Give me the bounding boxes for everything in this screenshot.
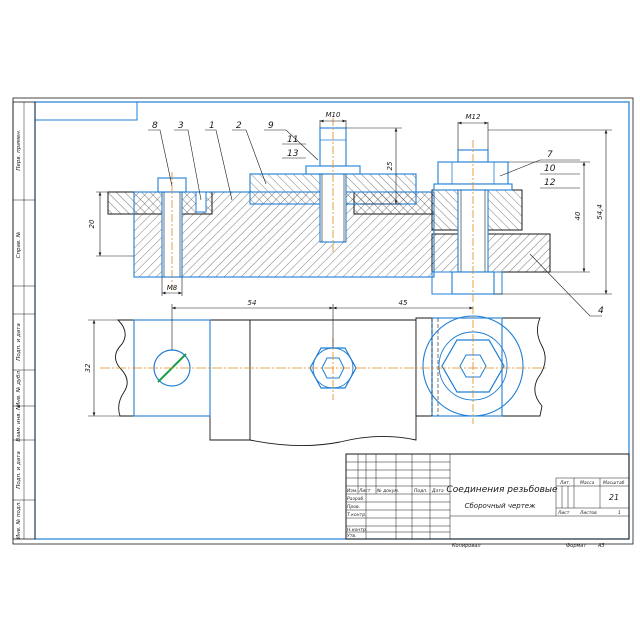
- mass-label: Масса: [580, 480, 595, 486]
- bolt-m12: [433, 140, 513, 304]
- dim-m12: M12: [466, 113, 481, 121]
- title-block-row: Т.контр.: [347, 512, 367, 518]
- side-stamp-cell: Справ. №: [16, 231, 22, 258]
- title-block-row: Пров.: [347, 504, 360, 510]
- front-section-view: M10 M12 25 40 54,4 20 M8 8 3 1 2 9 11 13…: [88, 111, 612, 317]
- dim-m10: M10: [326, 111, 341, 119]
- part-4-block: [431, 233, 551, 273]
- lit-label: Лит.: [559, 480, 570, 486]
- leader-lines: [148, 129, 602, 317]
- top-view: 54 45 32: [84, 299, 546, 446]
- title-block-row: Разраб.: [347, 496, 365, 502]
- sheets-value: 1: [618, 510, 621, 516]
- title-block-header: № докум.: [376, 488, 399, 494]
- dim-32: 32: [84, 363, 92, 372]
- balloon: 7: [547, 150, 553, 160]
- format-label: Формат: [566, 543, 587, 549]
- title-block-header: Дата: [431, 488, 444, 494]
- drawing-subtitle: Сборочный чертеж: [465, 502, 536, 510]
- dimension-lines: [96, 119, 612, 296]
- balloon: 4: [598, 306, 604, 316]
- balloon: 13: [287, 149, 299, 159]
- title-block-header: Подп.: [414, 488, 428, 494]
- sheet-label: Лист: [557, 510, 570, 516]
- title-block-row: Утв.: [347, 533, 356, 539]
- dim-40: 40: [574, 211, 582, 220]
- bolt-m10: [305, 118, 361, 252]
- balloon: 1: [209, 121, 215, 131]
- side-stamp-cell: Перв. примен.: [16, 129, 22, 171]
- dim-54-4: 54,4: [596, 204, 604, 220]
- side-stamp-cell: Инв. № подл.: [16, 501, 22, 539]
- side-stamp-cell: Взам. инв. №: [16, 404, 22, 442]
- side-stamp-cell: Подп. и дата: [16, 323, 22, 361]
- nut-m12-hex: [441, 339, 505, 393]
- format-value: А3: [597, 543, 605, 549]
- dim-20: 20: [88, 219, 96, 228]
- balloon: 10: [544, 164, 556, 174]
- title-block-header: Лист: [358, 488, 371, 494]
- drawing-title: Соединения резьбовые: [446, 485, 558, 495]
- title-block-row: Н.контр.: [347, 527, 367, 533]
- balloon: 9: [268, 121, 274, 131]
- copied-label: Копировал: [452, 543, 481, 549]
- side-stamp-cell: Подп. и дата: [16, 451, 22, 489]
- balloon: 3: [178, 121, 184, 131]
- balloon: 12: [544, 178, 556, 188]
- balloon: 11: [287, 135, 298, 145]
- balloon: 8: [152, 121, 158, 131]
- side-stamp-cell: Инв. № дубл.: [16, 369, 22, 407]
- dim-25: 25: [386, 161, 394, 170]
- title-block-header: Изм.: [347, 488, 358, 494]
- scale-label: Масштаб: [603, 480, 625, 486]
- balloon: 2: [236, 121, 242, 131]
- dim-54: 54: [248, 299, 257, 307]
- side-stamp: Перв. примен. Справ. № Подп. и дата Инв.…: [12, 101, 36, 540]
- sheets-label: Листов: [579, 510, 597, 516]
- sheet-number: 21: [609, 493, 619, 502]
- screw-m8: [157, 172, 187, 290]
- dim-m8: M8: [167, 284, 178, 292]
- dim-45: 45: [399, 299, 408, 307]
- title-block: Изм. Лист № докум. Подп. Дата Разраб. Пр…: [345, 453, 630, 540]
